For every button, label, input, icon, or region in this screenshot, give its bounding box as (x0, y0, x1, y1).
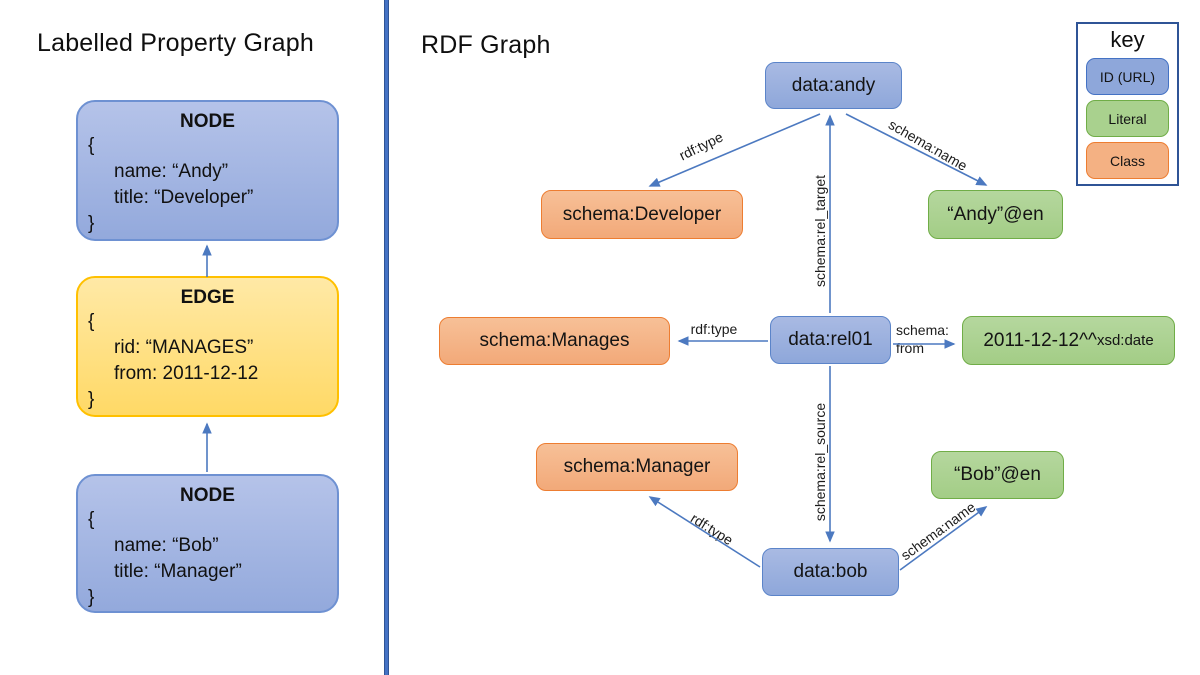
lpg-node-andy-line: title: “Developer” (114, 187, 254, 208)
lpg-edge-title: EDGE (180, 287, 235, 308)
lpg-node-bob: NODE { name: “Bob” title: “Manager” } (76, 474, 339, 613)
edge-label-bob-schema-name: schema:name (897, 498, 979, 564)
lpg-node-bob-line: } (88, 587, 95, 608)
lpg-node-andy-line: } (88, 213, 95, 234)
date-literal-datatype: xsd:date (1096, 332, 1154, 349)
lpg-node-bob-line: name: “Bob” (114, 535, 219, 556)
edge-label-rel-source: schema:rel_source (812, 402, 828, 522)
connector-andy-to-andy-literal (845, 113, 988, 186)
rdf-node-andy-literal: “Andy”@en (928, 190, 1063, 239)
edge-label-bob-rdf-type: rdf:type (687, 509, 737, 549)
rdf-node-data-bob: data:bob (762, 548, 899, 596)
rdf-node-date-literal: 2011-12-12^^xsd:date (962, 316, 1175, 365)
edge-label-schema-from-line2: from (896, 340, 924, 356)
left-panel-title: Labelled Property Graph (37, 29, 314, 57)
lpg-edge-manages: EDGE { rid: “MANAGES” from: 2011-12-12 } (76, 276, 339, 417)
edge-label-rel-target: schema:rel_target (812, 174, 828, 288)
rdf-node-bob-literal: “Bob”@en (931, 451, 1064, 499)
lpg-edge-line: from: 2011-12-12 (114, 363, 259, 384)
lpg-node-andy-title: NODE (180, 111, 235, 132)
legend-title: key (1110, 27, 1145, 52)
edge-label-andy-schema-name: schema:name (885, 116, 971, 174)
rdf-node-schema-manages: schema:Manages (439, 317, 670, 365)
lpg-node-bob-line: { (88, 509, 95, 530)
legend-item-literal: Literal (1086, 100, 1169, 137)
date-literal-value: 2011-12-12^^ (983, 329, 1097, 351)
legend-item-id: ID (URL) (1086, 58, 1169, 95)
legend-item-class: Class (1086, 142, 1169, 179)
edge-label-rel01-rdf-type: rdf:type (690, 321, 738, 337)
edge-label-schema-from: schema: from (896, 321, 949, 357)
lpg-edge-line: { (88, 311, 95, 332)
lpg-node-bob-line: title: “Manager” (114, 561, 242, 582)
lpg-edge-line: } (88, 389, 95, 410)
edge-label-schema-from-line1: schema: (896, 322, 949, 338)
right-panel-title: RDF Graph (421, 31, 551, 59)
lpg-node-andy-line: { (88, 135, 95, 156)
legend: key ID (URL) Literal Class (1076, 22, 1179, 186)
lpg-node-bob-title: NODE (180, 485, 235, 506)
lpg-node-andy: NODE { name: “Andy” title: “Developer” } (76, 100, 339, 241)
lpg-edge-line: rid: “MANAGES” (114, 337, 254, 358)
lpg-node-andy-line: name: “Andy” (114, 161, 229, 182)
edge-label-andy-rdf-type: rdf:type (676, 128, 726, 164)
rdf-node-data-andy: data:andy (765, 62, 902, 109)
rdf-node-schema-manager: schema:Manager (536, 443, 738, 491)
panel-divider (384, 0, 389, 675)
connector-andy-to-developer (648, 113, 821, 187)
rdf-node-schema-developer: schema:Developer (541, 190, 743, 239)
rdf-node-data-rel01: data:rel01 (770, 316, 891, 364)
